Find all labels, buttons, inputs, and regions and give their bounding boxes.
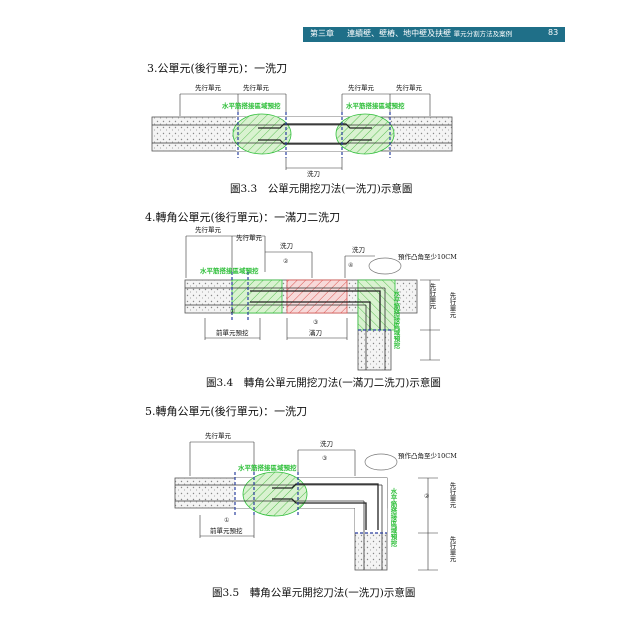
figure-caption-3-4: 圖3.4 轉角公單元開挖刀法(一滿刀二洗刀)示意圖 (206, 377, 441, 389)
zone-3-full-cut (286, 279, 348, 314)
page-number: 83 (548, 28, 559, 37)
label-rebar-zone-h5: 水平筋搭接區域預挖 (238, 463, 297, 472)
cage-inner (250, 301, 371, 330)
label-corner-protrusion-5: 預作凸角至少10CM (398, 451, 457, 460)
label-rebar-zone-v: 水平筋搭接區域預挖 (392, 289, 401, 350)
label-rebar-zone-v5: 水平筋搭接區域預挖 (389, 487, 398, 548)
cage-top (258, 123, 372, 129)
circle-3-5: ③ (322, 455, 327, 462)
label-full-cut: 滿刀 (309, 328, 322, 337)
label-prev-unit-pre-dig-5: 前單元預挖 (210, 526, 243, 535)
label-lead-unit-4: 先行單元 (396, 83, 423, 92)
label-lead-unit-v1: 先行單元 (428, 282, 436, 311)
protrusion-cloud-5 (364, 453, 398, 471)
label-rebar-zone-left: 水平筋搭接區域預挖 (222, 101, 281, 110)
label-lead-unit-v5b: 先行單元 (448, 535, 456, 564)
cage-outer-5 (272, 483, 379, 530)
chapter-header-band (303, 27, 565, 42)
figure-3-5: 先行單元 洗刀 ③ 預作凸角至少10CM 水平筋搭接區域預挖 水平筋搭接區域預挖… (174, 431, 457, 571)
label-lead-unit-3: 先行單元 (348, 83, 375, 92)
label-rebar-zone-right: 水平筋搭接區域預挖 (346, 101, 405, 110)
label-wash-cut-5: 洗刀 (320, 439, 333, 448)
chapter-label: 第三章 (310, 29, 334, 38)
label-wash-cut-4: 洗刀 (352, 245, 365, 254)
zone-1-prev-pre-dig (231, 279, 283, 314)
label-lead-unit-b: 先行單元 (236, 233, 263, 242)
section-heading-3: 3.公單元(後行單元)：一洗刀 (147, 62, 288, 75)
figure-3-3: 先行單元 先行單元 先行單元 先行單元 水平筋搭接區域預挖 水平筋搭接區域預挖 … (151, 83, 453, 178)
label-lead-unit-2: 先行單元 (243, 83, 270, 92)
figure-3-4: 先行單元 先行單元 洗刀 ② 洗刀 ④ 預作凸角至少10CM 水平筋搭接區域預挖… (184, 225, 457, 371)
label-prev-unit-pre-dig: 前單元預挖 (216, 328, 249, 337)
label-rebar-zone-h: 水平筋搭接區域預挖 (200, 266, 259, 275)
section-heading-4: 4.轉角公單元(後行單元)：一滿刀二洗刀 (145, 211, 341, 224)
label-lead-unit-a: 先行單元 (195, 225, 222, 234)
cage-inner-5 (272, 498, 367, 530)
figure-caption-3-3: 圖3.3 公單元開挖刀法(一洗刀)示意圖 (230, 183, 413, 195)
overlap-zone-5 (242, 471, 308, 517)
circle-4: ④ (348, 262, 353, 269)
circle-3: ③ (313, 319, 318, 326)
cage-outer (250, 290, 381, 330)
chapter-header: 第三章 連續壁、壁樁、地中壁及扶壁 單元分割方法及案例 (310, 28, 512, 39)
circle-1-5: ① (224, 517, 229, 524)
cage-bottom (258, 139, 372, 145)
label-lead-unit-v2: 先行單元 (448, 291, 456, 320)
label-lead-unit-5: 先行單元 (205, 431, 232, 440)
right-overlap-zone (335, 113, 395, 155)
label-wash-cut-2: 洗刀 (280, 241, 293, 250)
label-lead-unit-v5a: 先行單元 (448, 481, 456, 510)
chapter-subtitle: 單元分割方法及案例 (453, 30, 513, 38)
circle-2-5: ② (424, 493, 430, 500)
circle-2: ② (283, 258, 289, 265)
protrusion-cloud (368, 257, 402, 275)
chapter-title: 連續壁、壁樁、地中壁及扶壁 (347, 29, 452, 38)
left-overlap-zone (232, 113, 292, 155)
label-lead-unit-1: 先行單元 (195, 83, 222, 92)
section-heading-5: 5.轉角公單元(後行單元)：一洗刀 (145, 405, 308, 418)
label-corner-protrusion: 預作凸角至少10CM (398, 252, 457, 261)
label-wash-cut-3-3: 洗刀 (307, 169, 320, 178)
figure-caption-3-5: 圖3.5 轉角公單元開挖刀法(一洗刀)示意圖 (212, 587, 416, 599)
circle-1: ① (230, 308, 235, 315)
zone-4-corner (357, 279, 396, 331)
